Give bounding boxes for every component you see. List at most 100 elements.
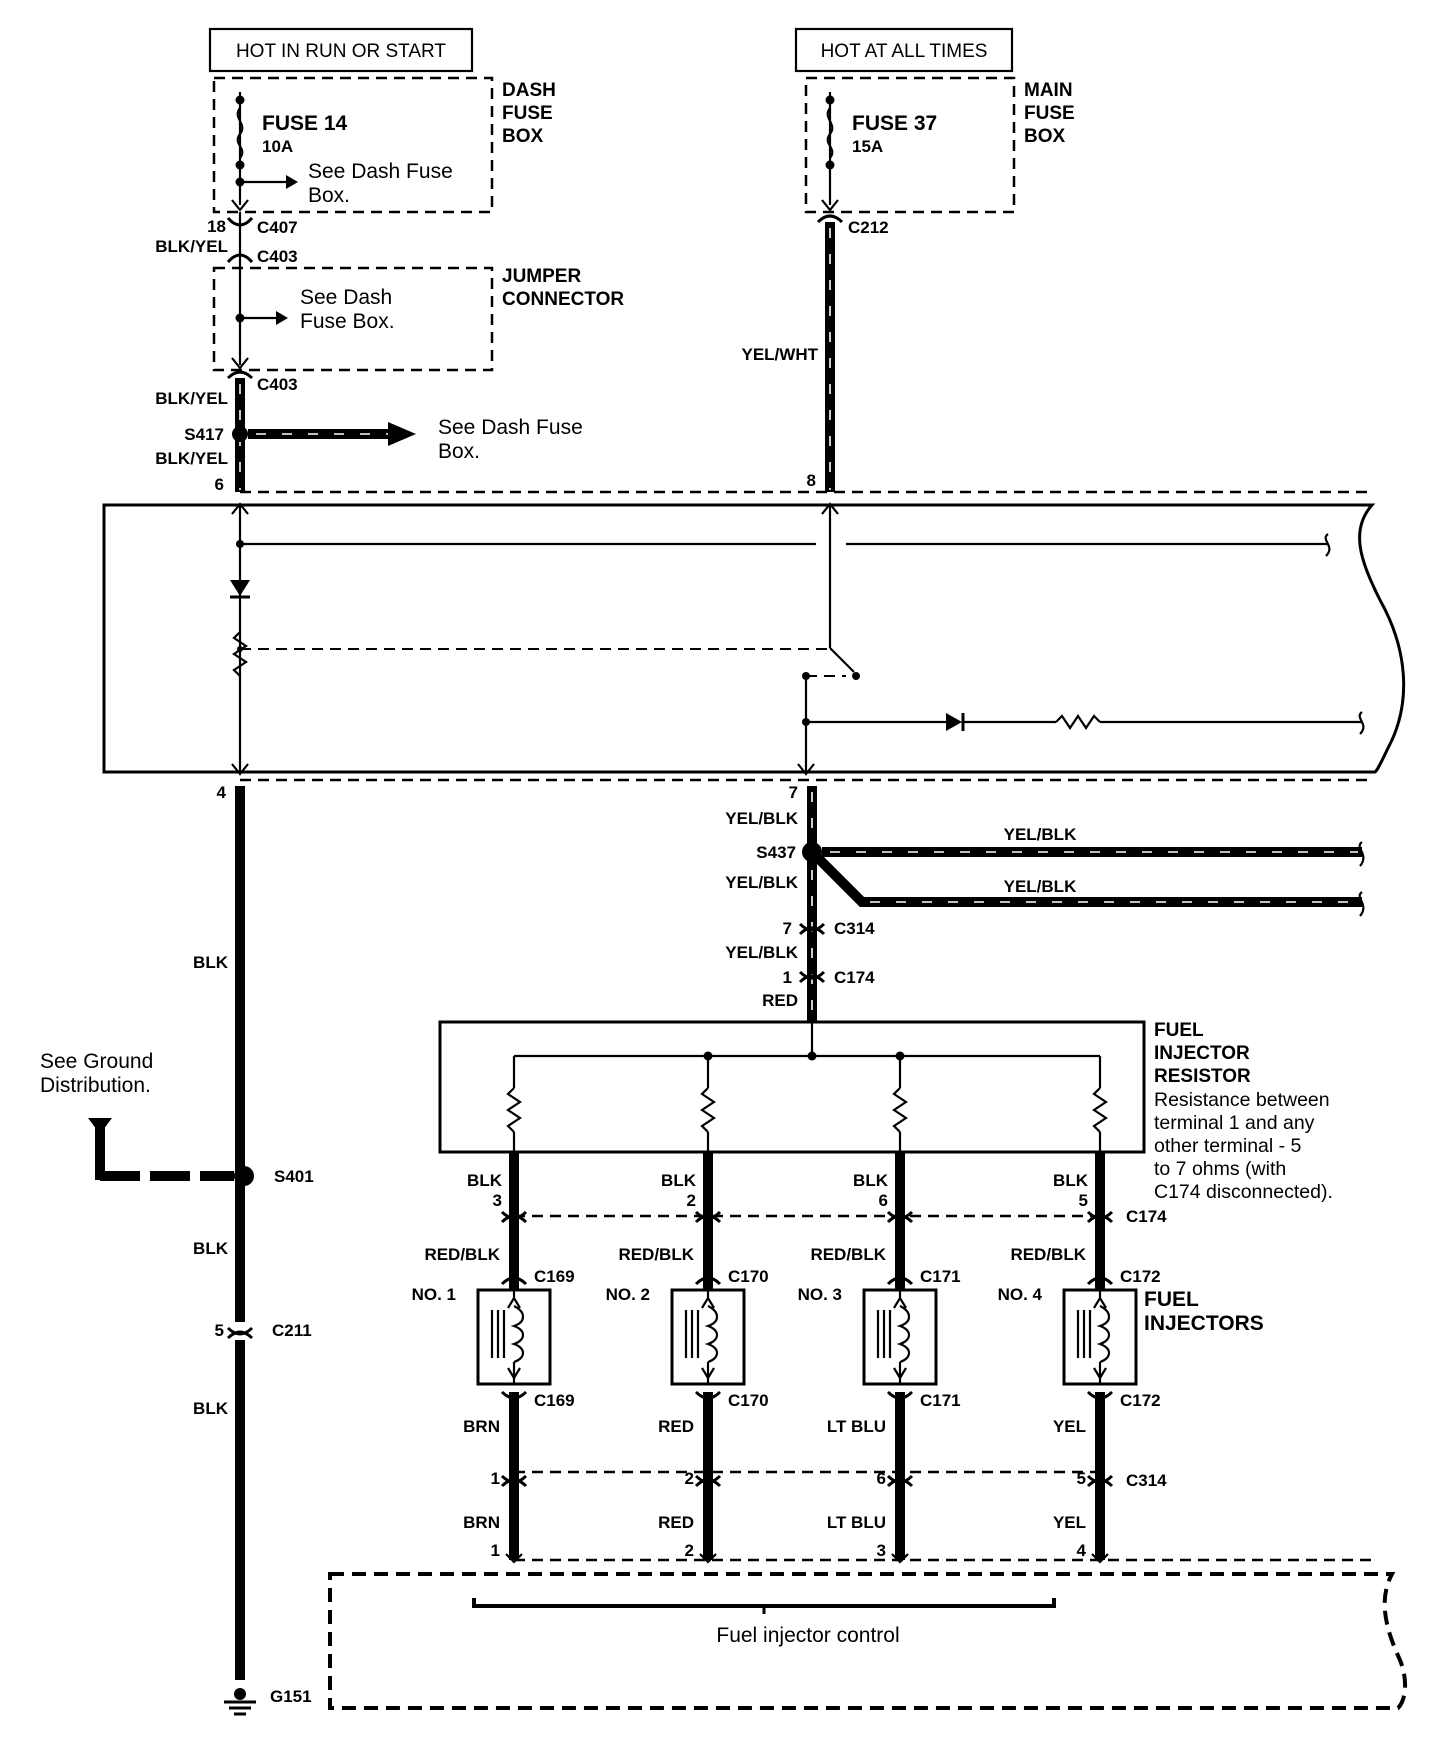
wire-yel-blk-3: YEL/BLK [725, 943, 798, 962]
hot-in-run-label: HOT IN RUN OR START [236, 41, 446, 62]
ecm-pin-label: 3 [877, 1541, 886, 1560]
c174-pin-label: 2 [687, 1191, 696, 1210]
pin-18-label: 18 [207, 217, 226, 236]
c403-label-top: C403 [257, 247, 298, 266]
injector-connector-top: C171 [920, 1267, 961, 1286]
ecm-label: Fuel injector control [716, 1624, 899, 1647]
ecm-pin-label: 1 [491, 1541, 500, 1560]
wire-yel-wht-run: C212 YEL/WHT 8 [742, 214, 889, 492]
wire-blk-label: BLK [1053, 1171, 1089, 1190]
c211-label: C211 [272, 1321, 312, 1340]
wire-yel-blk-2: YEL/BLK [725, 873, 798, 892]
c314-pin-label: 2 [685, 1469, 694, 1488]
injector-number-label: NO. 4 [998, 1285, 1043, 1304]
injector-connector-bottom: C171 [920, 1391, 961, 1410]
ecm-wire-color: YEL [1053, 1513, 1086, 1532]
c314-label-top: C314 [834, 919, 875, 938]
injector-connector-bottom: C169 [534, 1391, 575, 1410]
injector-number-label: NO. 2 [606, 1285, 650, 1304]
wire-blk-yel-2: BLK/YEL [155, 389, 228, 408]
wire-red-blk-label: RED/BLK [618, 1245, 694, 1264]
hot-in-run-box: HOT IN RUN OR START [208, 27, 474, 73]
control-module-box [102, 490, 1406, 782]
c314-pin-label: 1 [491, 1469, 500, 1488]
injector-output-color: YEL [1053, 1417, 1086, 1436]
g151-label: G151 [270, 1687, 312, 1706]
pin-8-label: 8 [807, 471, 816, 490]
wire-blk-yel-1: BLK/YEL [155, 237, 228, 256]
ecm-wire-color: BRN [463, 1513, 500, 1532]
wire-blk-yel-3: BLK/YEL [155, 449, 228, 468]
c174-label-lower: C174 [1126, 1207, 1167, 1226]
connector-c407-c403: 18 C407 BLK/YEL C403 [155, 212, 298, 272]
c174-label-top: C174 [834, 968, 875, 987]
ecm-pin-label: 2 [685, 1541, 694, 1560]
c211-pin-label: 5 [215, 1321, 224, 1340]
c174-pin-label: 5 [1079, 1191, 1088, 1210]
resistor-note: Resistance between terminal 1 and any ot… [1154, 1089, 1335, 1203]
c314-label-lower: C314 [1126, 1471, 1167, 1490]
wire-blk-3: BLK [193, 1399, 229, 1418]
injector-number-label: NO. 1 [412, 1285, 456, 1304]
wire-blk-label: BLK [661, 1171, 697, 1190]
injector-connector-bottom: C170 [728, 1391, 769, 1410]
wire-yel-blk-1: YEL/BLK [725, 809, 798, 828]
c314-pin-label: 6 [877, 1469, 886, 1488]
injector-connector-top: C172 [1120, 1267, 1161, 1286]
wire-blk-1: BLK [193, 953, 229, 972]
hot-at-all-times-label: HOT AT ALL TIMES [821, 41, 988, 62]
injector-connector-top: C169 [534, 1267, 575, 1286]
c314-pin-label: 5 [1077, 1469, 1086, 1488]
wire-blk-2: BLK [193, 1239, 229, 1258]
main-fuse-rating: 15A [852, 137, 883, 156]
injector-connector-bottom: C172 [1120, 1391, 1161, 1410]
pin-1-label-c174: 1 [783, 968, 792, 987]
wire-red-feed: RED [762, 991, 798, 1010]
injector-connector-top: C170 [728, 1267, 769, 1286]
wire-blk-label: BLK [853, 1171, 889, 1190]
pin-7-label-c314: 7 [783, 919, 792, 938]
pin-6-label: 6 [215, 475, 224, 494]
main-fuse-name: FUSE 37 [852, 112, 937, 135]
wire-yel-blk-right-1: YEL/BLK [1004, 825, 1077, 844]
wire-yel-blk-feed: 7 YEL/BLK S437 YEL/BLK YEL/BLK YEL/BLK 7… [725, 783, 1365, 1022]
wire-red-blk-label: RED/BLK [424, 1245, 500, 1264]
pin-4-label: 4 [217, 783, 227, 802]
ecm-wire-color: LT BLU [827, 1513, 886, 1532]
s437-label: S437 [756, 843, 796, 862]
injector-output-color: LT BLU [827, 1417, 886, 1436]
wire-blk-label: BLK [467, 1171, 503, 1190]
pin-7-label-top: 7 [789, 783, 798, 802]
s401-label: S401 [274, 1167, 314, 1186]
wire-yel-blk-right-2: YEL/BLK [1004, 877, 1077, 896]
dash-fuse-rating: 10A [262, 137, 293, 156]
ecm-wire-color: RED [658, 1513, 694, 1532]
wire-blk-yel-run: C403 BLK/YEL S417 BLK/YEL 6 See Dash Fus… [155, 370, 583, 494]
ecm-pin-label: 4 [1077, 1541, 1087, 1560]
dash-fuse-name: FUSE 14 [262, 112, 348, 135]
s417-label: S417 [184, 425, 224, 444]
c212-label: C212 [848, 218, 889, 237]
c407-label: C407 [257, 218, 298, 237]
wire-red-blk-label: RED/BLK [1010, 1245, 1086, 1264]
